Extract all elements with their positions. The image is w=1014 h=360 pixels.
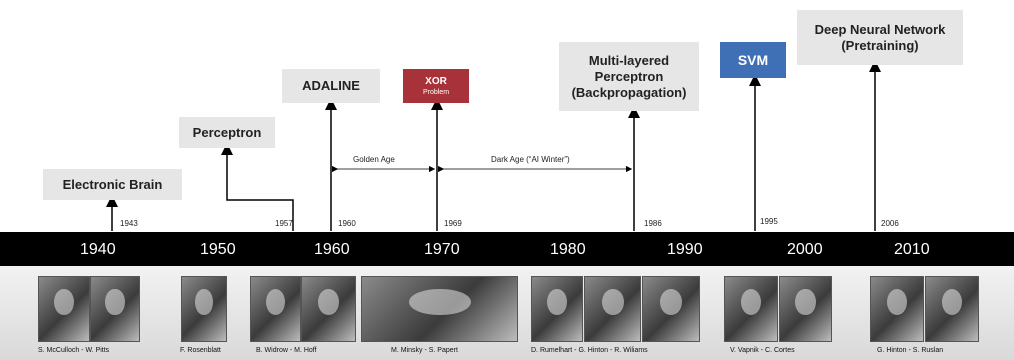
dnn-label-1: Deep Neural Network	[814, 21, 946, 37]
caption-widrow-hoff: B. Widrow - M. Hoff	[256, 347, 317, 354]
year-1969: 1969	[444, 219, 462, 228]
svm-label: SVM	[737, 52, 769, 68]
caption-mcculloch-pitts: S. McCulloch - W. Pitts	[38, 347, 110, 354]
decade-1960: 1960	[314, 241, 350, 258]
perceptron-box: Perceptron	[179, 117, 275, 148]
electronic-brain-box: Electronic Brain	[43, 169, 182, 200]
perceptron-label: Perceptron	[192, 124, 262, 140]
caption-minsky-papert: M. Minsky - S. Papert	[391, 347, 458, 354]
xor-sub-label: Problem	[422, 88, 450, 96]
mlp-label-1: Multi-layered	[588, 52, 670, 68]
caption-rosenblatt: F. Rosenblatt	[180, 347, 221, 354]
photo-ruslan	[925, 276, 979, 342]
decade-1990: 1990	[667, 241, 703, 258]
photo-vapnik	[724, 276, 778, 342]
caption-rumelhart-hinton-williams: D. Rumelhart - G. Hinton - R. Wiliams	[531, 347, 648, 354]
adaline-box: ADALINE	[282, 69, 380, 103]
photo-hinton-2006	[870, 276, 924, 342]
caption-vapnik-cortes: V. Vapnik - C. Cortes	[730, 347, 795, 354]
year-1943: 1943	[120, 219, 138, 228]
decade-1950: 1950	[200, 241, 236, 258]
timeline-bar	[0, 232, 1014, 266]
adaline-label: ADALINE	[302, 78, 360, 93]
mlp-label-2: Perceptron	[594, 68, 664, 84]
photo-minsky-papert	[361, 276, 518, 342]
electronic-brain-label: Electronic Brain	[62, 176, 163, 192]
mlp-box: Multi-layered Perceptron (Backpropagatio…	[559, 42, 699, 111]
photo-rumelhart	[531, 276, 583, 342]
decade-2010: 2010	[894, 241, 930, 258]
dnn-label-2: (Pretraining)	[841, 37, 919, 53]
arrow-1957	[221, 143, 294, 231]
year-1957: 1957	[275, 219, 293, 228]
photo-mcculloch	[38, 276, 90, 342]
photo-hoff	[301, 276, 356, 342]
xor-problem-box: XOR Problem	[403, 69, 469, 103]
golden-age-label: Golden Age	[353, 155, 395, 164]
photo-pitts	[90, 276, 140, 342]
decade-2000: 2000	[787, 241, 823, 258]
year-1995: 1995	[760, 217, 778, 226]
photo-widrow	[250, 276, 301, 342]
photo-cortes	[779, 276, 832, 342]
photo-rosenblatt	[181, 276, 227, 342]
xor-label: XOR	[425, 75, 447, 87]
decade-1980: 1980	[550, 241, 586, 258]
photo-williams	[642, 276, 700, 342]
timeline-connectors	[106, 60, 881, 231]
decade-1940: 1940	[80, 241, 116, 258]
year-1986: 1986	[644, 219, 662, 228]
year-2006: 2006	[881, 219, 899, 228]
decade-1970: 1970	[424, 241, 460, 258]
dnn-box: Deep Neural Network (Pretraining)	[797, 10, 963, 65]
mlp-label-3: (Backpropagation)	[571, 84, 687, 100]
year-1960: 1960	[338, 219, 356, 228]
dark-age-label: Dark Age (“AI Winter”)	[491, 155, 570, 164]
svm-box: SVM	[720, 42, 786, 78]
photo-hinton-1986	[584, 276, 641, 342]
caption-hinton-ruslan: G. Hinton - S. Ruslan	[877, 347, 944, 354]
